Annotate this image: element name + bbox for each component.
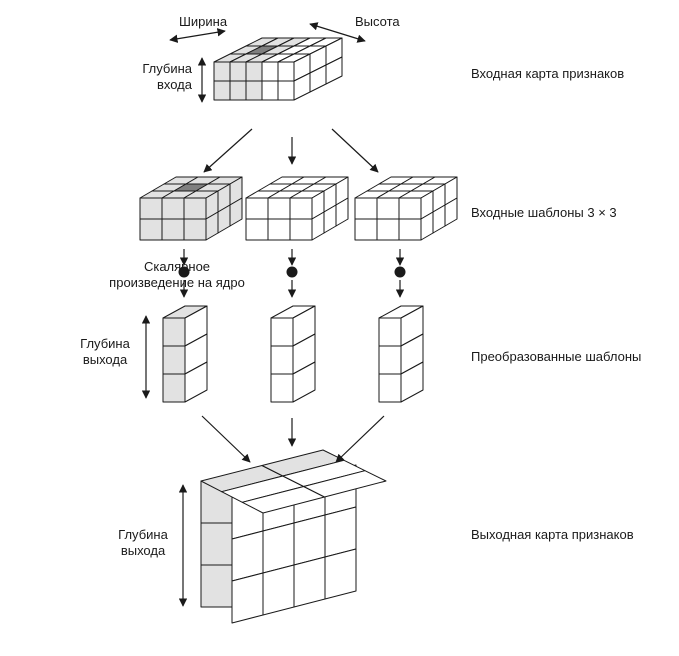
side-cell bbox=[324, 548, 357, 600]
front-cell bbox=[376, 197, 400, 220]
front-cell bbox=[354, 218, 378, 241]
front-cell bbox=[277, 80, 295, 101]
split-arrow-right bbox=[331, 128, 379, 173]
width-arrow bbox=[169, 28, 226, 43]
front-cell bbox=[200, 522, 233, 566]
front-cell bbox=[354, 197, 378, 220]
front-cell bbox=[270, 373, 294, 403]
front-cell bbox=[161, 197, 185, 220]
merge-arrow-right bbox=[335, 415, 385, 463]
front-cell bbox=[261, 61, 279, 82]
transformed-patch-1 bbox=[162, 305, 208, 403]
input-patches-label: Входные шаблоны 3 × 3 bbox=[471, 205, 617, 220]
front-cell bbox=[139, 197, 163, 220]
side-cell bbox=[335, 197, 349, 227]
front-cell bbox=[245, 61, 263, 82]
height-arrow bbox=[309, 22, 366, 43]
side-cell bbox=[229, 197, 243, 227]
side-cell bbox=[325, 56, 343, 85]
input-feature-map-block bbox=[213, 37, 343, 101]
front-cell bbox=[245, 218, 269, 241]
side-cell bbox=[262, 522, 295, 574]
height-label: Высота bbox=[355, 14, 400, 29]
front-cell bbox=[139, 218, 163, 241]
side-cell bbox=[231, 530, 264, 582]
front-cell bbox=[162, 345, 186, 375]
front-cell bbox=[289, 218, 313, 241]
side-cell bbox=[400, 361, 424, 403]
top-cell bbox=[303, 470, 387, 498]
front-cell bbox=[245, 197, 269, 220]
front-cell bbox=[270, 345, 294, 375]
front-cell bbox=[183, 218, 207, 241]
input-patch-1 bbox=[139, 176, 243, 241]
width-label: Ширина bbox=[179, 14, 228, 29]
front-cell bbox=[378, 345, 402, 375]
output-depth-label-top: Глубина выхода bbox=[80, 336, 130, 367]
front-cell bbox=[270, 317, 294, 347]
input-patch-2 bbox=[245, 176, 349, 241]
input-feature-map-label: Входная карта признаков bbox=[471, 66, 625, 81]
dot-product-icon-3 bbox=[394, 266, 406, 278]
side-cell bbox=[293, 514, 326, 566]
front-cell bbox=[378, 317, 402, 347]
front-cell bbox=[376, 218, 400, 241]
split-arrow-left bbox=[203, 128, 253, 173]
side-cell bbox=[184, 361, 208, 403]
front-cell bbox=[229, 80, 247, 101]
dot-product-icon-1 bbox=[178, 266, 190, 278]
side-cell bbox=[231, 572, 264, 624]
dot-product-label: Скалярное произведение на ядро bbox=[109, 259, 245, 290]
front-cell bbox=[277, 61, 295, 82]
side-cell bbox=[292, 361, 316, 403]
output-feature-map-label: Выходная карта признаков bbox=[471, 527, 634, 542]
front-cell bbox=[267, 218, 291, 241]
side-cell bbox=[444, 197, 458, 227]
transformed-patches-label: Преобразованные шаблоны bbox=[471, 349, 642, 364]
side-cell bbox=[324, 506, 357, 558]
front-cell bbox=[213, 80, 231, 101]
front-cell bbox=[161, 218, 185, 241]
front-cell bbox=[267, 197, 291, 220]
dot-product-icon-2 bbox=[286, 266, 298, 278]
input-patch-3 bbox=[354, 176, 458, 241]
input-depth-label: Глубина входа bbox=[142, 61, 192, 92]
front-cell bbox=[398, 197, 422, 220]
front-cell bbox=[162, 373, 186, 403]
side-cell bbox=[262, 564, 295, 616]
front-cell bbox=[245, 80, 263, 101]
front-cell bbox=[200, 564, 233, 608]
transformed-patch-2 bbox=[270, 305, 316, 403]
output-depth-label-bottom: Глубина выхода bbox=[118, 527, 168, 558]
front-cell bbox=[289, 197, 313, 220]
output-feature-map-block bbox=[200, 449, 387, 624]
front-cell bbox=[378, 373, 402, 403]
merge-arrow-left bbox=[201, 415, 251, 463]
front-cell bbox=[162, 317, 186, 347]
front-cell bbox=[229, 61, 247, 82]
front-cell bbox=[398, 218, 422, 241]
front-cell bbox=[183, 197, 207, 220]
front-cell bbox=[261, 80, 279, 101]
side-cell bbox=[293, 556, 326, 608]
transformed-patch-3 bbox=[378, 305, 424, 403]
front-cell bbox=[213, 61, 231, 82]
